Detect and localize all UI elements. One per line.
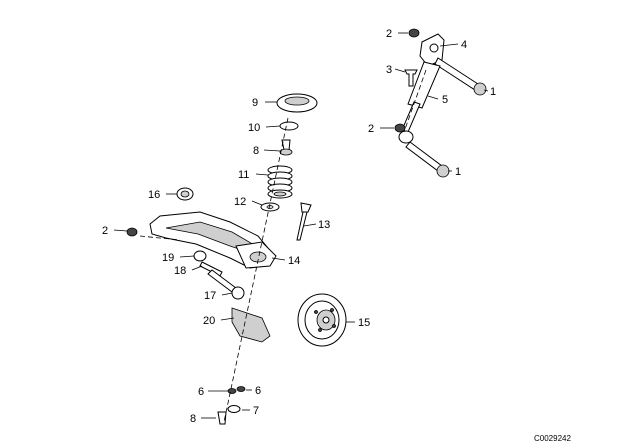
callout-8-upper: 8 [253, 145, 259, 157]
callout-2-upper: 2 [386, 28, 392, 40]
callout-6-left: 6 [198, 386, 204, 398]
splash-shield [231, 307, 271, 343]
coil-spring [267, 165, 293, 199]
bolt [281, 139, 291, 151]
bushing [193, 250, 207, 262]
arm-bushing [176, 187, 194, 201]
upper-bolt [434, 57, 479, 91]
callout-8-lower: 8 [190, 413, 196, 425]
nut [126, 227, 138, 237]
leader-lines [113, 32, 489, 419]
brake-drum [297, 293, 347, 347]
lower-bolt [405, 141, 443, 172]
shock-lower-eye [398, 130, 414, 144]
bolt [217, 411, 227, 425]
callout-6-right: 6 [255, 385, 261, 397]
callout-1-lower: 1 [455, 166, 461, 178]
callout-10: 10 [248, 122, 260, 134]
callout-4: 4 [461, 39, 467, 51]
shock-absorber-body [407, 61, 441, 109]
callout-12: 12 [234, 196, 246, 208]
callout-19: 19 [162, 252, 174, 264]
callout-3: 3 [386, 64, 392, 76]
callout-13: 13 [318, 219, 330, 231]
washer [279, 121, 299, 131]
callout-20: 20 [203, 315, 215, 327]
callout-18: 18 [174, 265, 186, 277]
washer [227, 388, 237, 394]
callout-16: 16 [148, 189, 160, 201]
washer [236, 386, 246, 392]
callout-7: 7 [253, 405, 259, 417]
callout-14: 14 [288, 255, 300, 267]
callout-15: 15 [358, 317, 370, 329]
spring-stack-group [260, 93, 318, 212]
long-bolt [296, 202, 312, 241]
callout-5: 5 [442, 94, 448, 106]
callout-11: 11 [238, 169, 249, 181]
nut [394, 123, 406, 133]
nut [408, 28, 420, 38]
callout-9: 9 [252, 97, 258, 109]
document-code: C0029242 [534, 434, 571, 443]
callout-1-upper: 1 [490, 86, 496, 98]
long-bolt-lower [207, 269, 237, 293]
nut [227, 405, 241, 413]
trailing-arm [149, 211, 277, 269]
callout-2-shock: 2 [368, 123, 374, 135]
callout-17: 17 [204, 290, 216, 302]
shock-absorber-group [394, 28, 487, 178]
callout-2-left: 2 [102, 225, 108, 237]
small-bolt [404, 69, 418, 87]
